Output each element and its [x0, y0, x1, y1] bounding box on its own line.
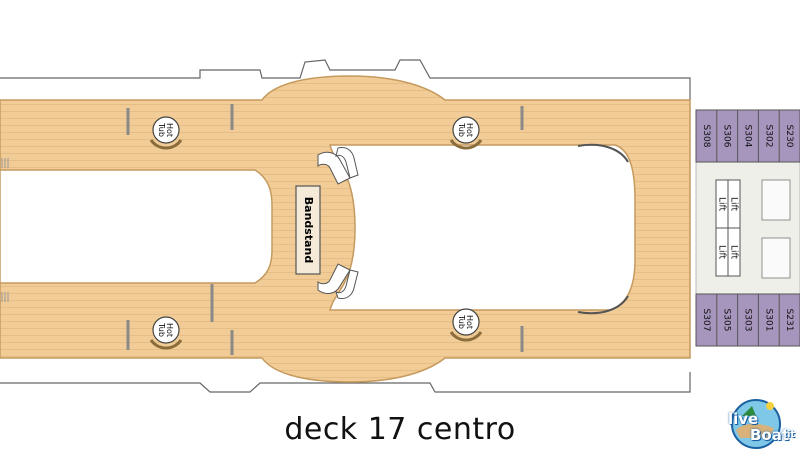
cabin-label: S305 [722, 309, 732, 332]
hull-bottom-outline [0, 372, 691, 393]
atrium-opening-left [0, 169, 273, 284]
hot-tub: HotTub [149, 116, 183, 150]
deck-benches [126, 104, 524, 355]
hot-tub-icon [452, 116, 480, 144]
cabin-label: S307 [701, 309, 711, 332]
stair-arc-top-right [577, 143, 629, 163]
hot-tub: HotTub [449, 116, 483, 150]
hot-tub-seating-icon [149, 139, 183, 150]
cabin-label: S306 [722, 125, 732, 148]
lift-label: Lift [729, 245, 739, 260]
cabin-block-top [695, 109, 800, 163]
hot-tub-seating-icon [449, 139, 483, 150]
deck-title: deck 17 centro [284, 412, 516, 447]
liveboat-logo-icon [731, 399, 781, 449]
lift-label: Lift [729, 197, 739, 212]
hot-tub: HotTub [149, 316, 183, 350]
hot-tub-label: HotTub [157, 122, 174, 137]
hot-tub-seating-icon [449, 331, 483, 342]
hot-tub-icon [152, 316, 180, 344]
cabin-label: S308 [701, 125, 711, 148]
cabin-label: S301 [763, 309, 773, 332]
lift-label: Lift [717, 245, 727, 260]
stair-steps-left [1, 158, 9, 302]
cabin-label: S303 [743, 309, 753, 332]
hot-tub-icon [452, 308, 480, 336]
lift-label: Lift [717, 197, 727, 212]
staircase-upper [317, 147, 359, 185]
bandstand-label: Bandstand [302, 197, 315, 263]
logo-text-suffix: .it [784, 430, 795, 440]
hot-tub: HotTub [449, 308, 483, 342]
staircase-lower [317, 263, 359, 299]
stair-arc-bottom-right [577, 295, 629, 315]
liveboat-logo: live Boat .it [712, 386, 798, 458]
hull-top-outline [0, 59, 691, 100]
hot-tub-label: HotTub [457, 314, 474, 329]
cabin-label: S304 [743, 125, 753, 148]
cabin-label: S302 [763, 125, 773, 148]
logo-text-boat: Boat [750, 426, 790, 444]
logo-text-live: live [728, 410, 759, 428]
hot-tub-label: HotTub [457, 122, 474, 137]
hot-tub-label: HotTub [157, 322, 174, 337]
atrium-opening-center [329, 144, 636, 311]
cabin-block-bottom [695, 293, 800, 347]
stairwell-right [761, 179, 791, 279]
cabin-label: S231 [784, 309, 794, 332]
hot-tub-icon [152, 116, 180, 144]
cabin-label: S230 [784, 125, 794, 148]
hot-tub-seating-icon [149, 339, 183, 350]
bandstand [295, 185, 321, 275]
